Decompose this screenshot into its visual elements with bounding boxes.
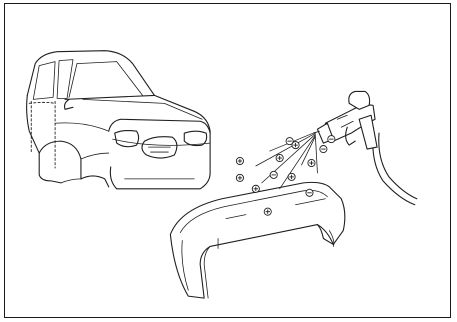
positive-charge-icon	[264, 208, 271, 215]
negative-charge-icon	[328, 136, 335, 143]
positive-charge-icon	[288, 173, 295, 180]
electrostatic-painting-illustration	[5, 4, 450, 317]
bumper-panel-drawing	[170, 182, 344, 298]
positive-charge-icon	[252, 185, 259, 192]
car-body-drawing	[27, 51, 210, 189]
positive-charge-icon	[308, 159, 315, 166]
negative-charge-icon	[320, 145, 327, 152]
positive-charge-icon	[236, 174, 243, 181]
positive-charge-icon	[236, 157, 243, 164]
negative-charge-icon	[270, 171, 277, 178]
figure-frame	[4, 3, 451, 318]
positive-charge-icon	[276, 154, 283, 161]
negative-charge-icon	[306, 189, 313, 196]
negative-charge-icon	[286, 138, 293, 145]
